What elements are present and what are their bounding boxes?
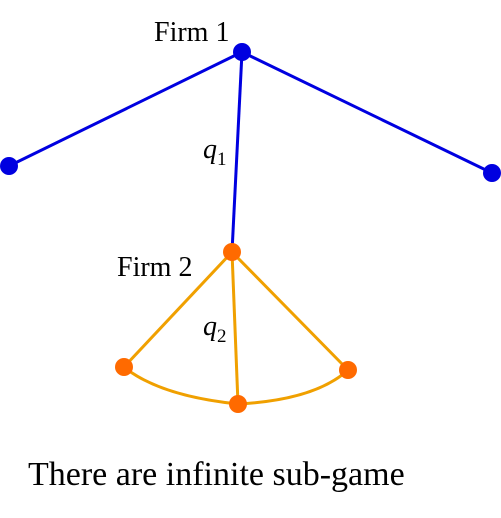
firm2-edge-middle <box>230 251 240 405</box>
firm1-action-subscript: 1 <box>217 149 227 170</box>
firm1-label: Firm 1 <box>154 17 229 48</box>
firm2-edge-left <box>122 250 234 369</box>
firm2-decision-node <box>223 243 241 261</box>
firm1-edge-right <box>241 50 493 175</box>
firm1-root-node <box>233 43 251 61</box>
firm1-edge-left <box>8 50 243 168</box>
firm1-action-var: q <box>203 134 217 165</box>
firm2-edge-right <box>230 250 350 372</box>
firm2-leaf-left-node <box>115 358 133 376</box>
firm1-edge-middle <box>230 51 244 253</box>
firm1-leaf-right-node <box>483 164 501 182</box>
firm1-action-label: q1 <box>203 134 227 170</box>
firm2-action-var: q <box>203 311 217 342</box>
firm2-leaf-right-node <box>339 361 357 379</box>
firm2-action-label: q2 <box>203 311 227 347</box>
firm2-leaf-middle-node <box>229 395 247 413</box>
caption: There are infinite sub-game <box>28 456 405 493</box>
firm2-label: Firm 2 <box>117 252 192 283</box>
firm2-action-subscript: 2 <box>217 326 227 347</box>
firm1-leaf-left-node <box>0 157 18 175</box>
